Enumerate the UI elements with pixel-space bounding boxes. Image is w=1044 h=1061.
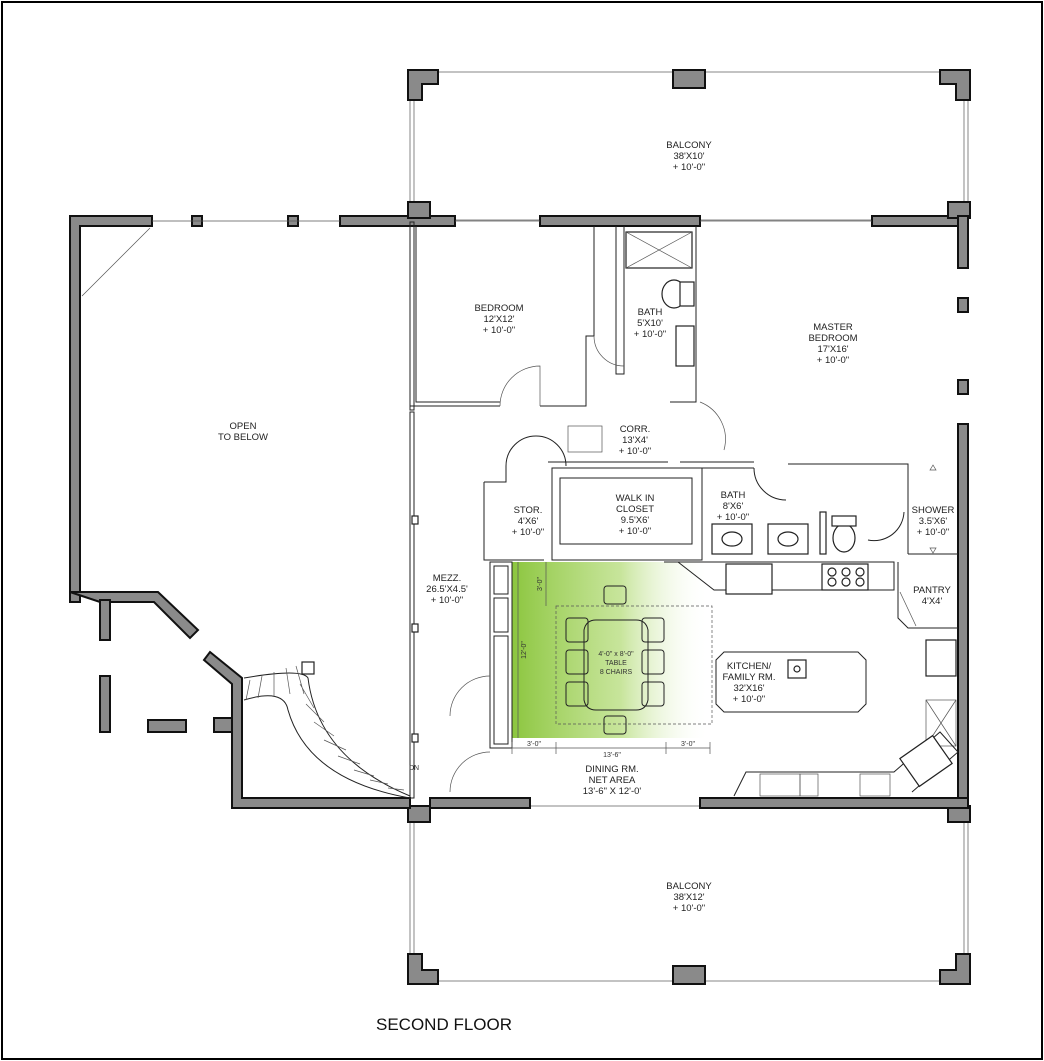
interior-walls [409,221,959,799]
room-bath-lower: BATH 8'X6' + 10'-0" [717,490,749,523]
svg-text:BEDROOM: BEDROOM [474,303,523,314]
svg-text:38'X10': 38'X10' [673,151,704,162]
svg-text:13'-6" X 12'-0': 13'-6" X 12'-0' [583,786,642,797]
svg-text:BALCONY: BALCONY [666,881,712,892]
plan-title: SECOND FLOOR [376,1015,512,1034]
svg-text:+ 10'-0": + 10'-0" [817,355,849,366]
svg-text:NET AREA: NET AREA [589,775,636,786]
room-shower: SHOWER 3.5'X6' + 10'-0" [912,505,955,538]
dim-left-offset: 3'-0" [527,741,541,748]
svg-text:OPEN: OPEN [230,421,257,432]
chair [641,617,665,643]
svg-text:+ 10'-0": + 10'-0" [619,446,651,457]
svg-text:32'X16': 32'X16' [733,683,764,694]
room-storage: STOR. 4'X6' + 10'-0" [512,505,544,538]
svg-text:3.5'X6': 3.5'X6' [919,516,948,527]
room-walk-in-closet: WALK IN CLOSET 9.5'X6' + 10'-0" [616,493,655,537]
dining-table-group: 4'-0" x 8'-0" TABLE 8 CHAIRS [555,585,713,735]
svg-text:+ 10'-0": + 10'-0" [917,527,949,538]
svg-text:+ 10'-0": + 10'-0" [512,527,544,538]
svg-text:SHOWER: SHOWER [912,505,955,516]
svg-text:PANTRY: PANTRY [913,585,951,596]
svg-text:+ 10'-0": + 10'-0" [619,526,651,537]
svg-text:17'X16': 17'X16' [817,344,848,355]
dim-right-offset: 3'-0" [681,741,695,748]
svg-text:4'X6': 4'X6' [518,516,539,527]
chair [603,585,627,605]
svg-text:5'X10': 5'X10' [637,318,663,329]
svg-text:26.5'X4.5': 26.5'X4.5' [426,584,468,595]
svg-text:MEZZ.: MEZZ. [433,573,462,584]
svg-text:13'X4': 13'X4' [622,435,648,446]
svg-text:+ 10'-0": + 10'-0" [733,694,765,705]
svg-text:+ 10'-0": + 10'-0" [483,325,515,336]
svg-text:KITCHEN/: KITCHEN/ [727,661,772,672]
stair-down-label: DN [409,765,419,772]
room-bath-upper: BATH 5'X10' + 10'-0" [634,307,666,340]
svg-text:WALK IN: WALK IN [616,493,655,504]
exterior-walls [69,201,971,809]
svg-text:38'X12': 38'X12' [673,892,704,903]
room-pantry: PANTRY 4'X4' [913,585,951,607]
svg-text:4'X4': 4'X4' [922,596,943,607]
room-dining: DINING RM. NET AREA 13'-6" X 12'-0' [583,764,642,797]
svg-text:TO BELOW: TO BELOW [218,432,268,443]
spiral-stair: DN [243,661,419,799]
svg-text:BATH: BATH [721,490,746,501]
room-balcony-top: BALCONY 38'X10' + 10'-0" [666,140,712,173]
svg-text:+ 10'-0": + 10'-0" [673,903,705,914]
svg-text:MASTER: MASTER [813,322,853,333]
room-balcony-bottom: BALCONY 38'X12' + 10'-0" [666,881,712,914]
dining-highlight [512,562,710,738]
svg-text:BEDROOM: BEDROOM [808,333,857,344]
dining-dimensions: 3'-0" 13'-6" 3'-0" 12'-0" 3'-0" [511,562,711,759]
svg-text:STOR.: STOR. [514,505,543,516]
svg-text:+ 10'-0": + 10'-0" [431,595,463,606]
svg-text:12'X12': 12'X12' [483,314,514,325]
room-corridor: CORR. 13'X4' + 10'-0" [619,424,651,457]
svg-text:DINING RM.: DINING RM. [585,764,638,775]
room-kitchen-family: KITCHEN/ FAMILY RM. 32'X16' + 10'-0" [723,661,776,705]
svg-text:9.5'X6': 9.5'X6' [621,515,650,526]
chair [565,649,589,675]
svg-text:+ 10'-0": + 10'-0" [634,329,666,340]
chair [603,715,627,735]
chair [565,681,589,707]
table-label: TABLE [605,660,627,667]
chair [641,649,665,675]
svg-text:BATH: BATH [638,307,663,318]
table-chairs: 8 CHAIRS [600,669,633,676]
dim-top-offset: 3'-0" [537,577,544,591]
svg-text:+ 10'-0": + 10'-0" [673,162,705,173]
svg-text:BALCONY: BALCONY [666,140,712,151]
room-bedroom: BEDROOM 12'X12' + 10'-0" [474,303,523,336]
dim-depth: 12'-0" [521,641,528,659]
room-open-to-below: OPEN TO BELOW [218,421,268,443]
room-master-bedroom: MASTER BEDROOM 17'X16' + 10'-0" [808,322,857,366]
table-size: 4'-0" x 8'-0" [598,651,634,658]
svg-text:+ 10'-0": + 10'-0" [717,512,749,523]
svg-text:8'X6': 8'X6' [723,501,744,512]
svg-text:CORR.: CORR. [620,424,651,435]
svg-text:CLOSET: CLOSET [616,504,654,515]
balcony-bottom-structure [407,805,971,985]
dim-width: 13'-6" [603,752,621,759]
chair [565,617,589,643]
room-mezzanine: MEZZ. 26.5'X4.5' + 10'-0" [426,573,468,606]
open-below-hatch [81,227,151,297]
chair [641,681,665,707]
svg-text:FAMILY RM.: FAMILY RM. [723,672,776,683]
